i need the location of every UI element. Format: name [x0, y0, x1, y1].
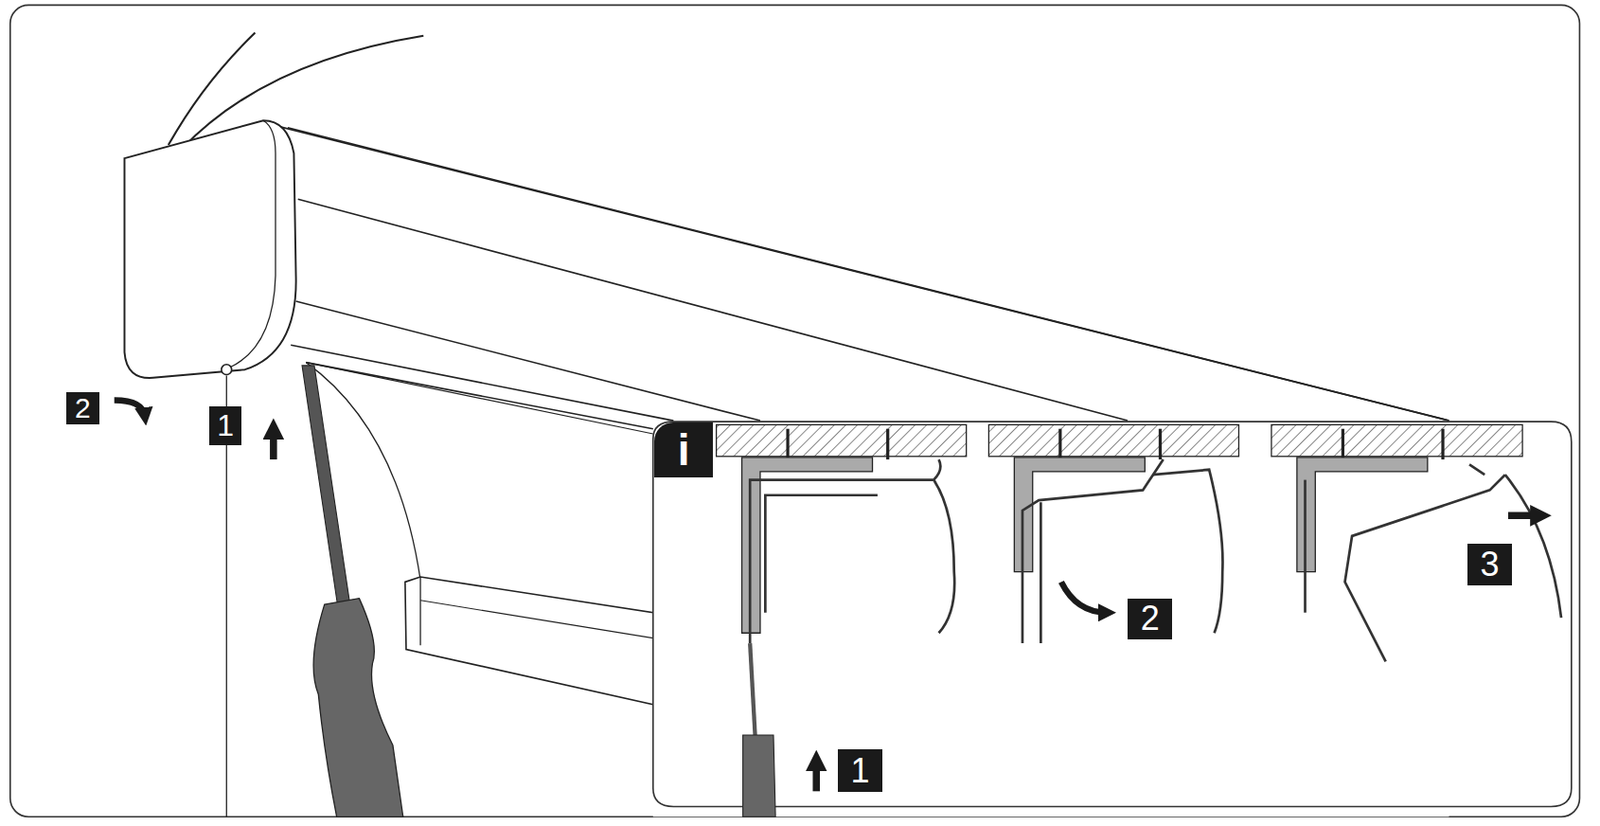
callout-number: 2	[1127, 598, 1173, 640]
info-badge: i	[654, 422, 714, 478]
rotate-arrow	[114, 400, 145, 417]
screwdriver-handle	[313, 598, 404, 818]
screwdriver	[749, 642, 755, 735]
end-cap	[124, 120, 296, 378]
ceiling	[716, 424, 1523, 456]
screw	[221, 364, 232, 375]
screwdriver	[302, 365, 351, 606]
callout-number: 1	[837, 748, 883, 792]
rotate-arrow	[1061, 581, 1108, 612]
screw	[787, 428, 1443, 460]
detail-inset	[653, 421, 1572, 806]
right-arrow	[1508, 512, 1541, 520]
screwdriver-handle	[743, 734, 776, 817]
front-bar	[405, 576, 654, 705]
fabric	[305, 362, 653, 434]
frame	[10, 4, 1581, 817]
callout-number: 2	[66, 391, 99, 425]
bracket	[742, 457, 1428, 633]
cassette-profile	[749, 459, 1562, 661]
up-arrow	[812, 760, 820, 791]
callout-number: 3	[1467, 543, 1512, 585]
callout-number: 1	[209, 406, 242, 445]
up-arrow	[269, 428, 278, 460]
